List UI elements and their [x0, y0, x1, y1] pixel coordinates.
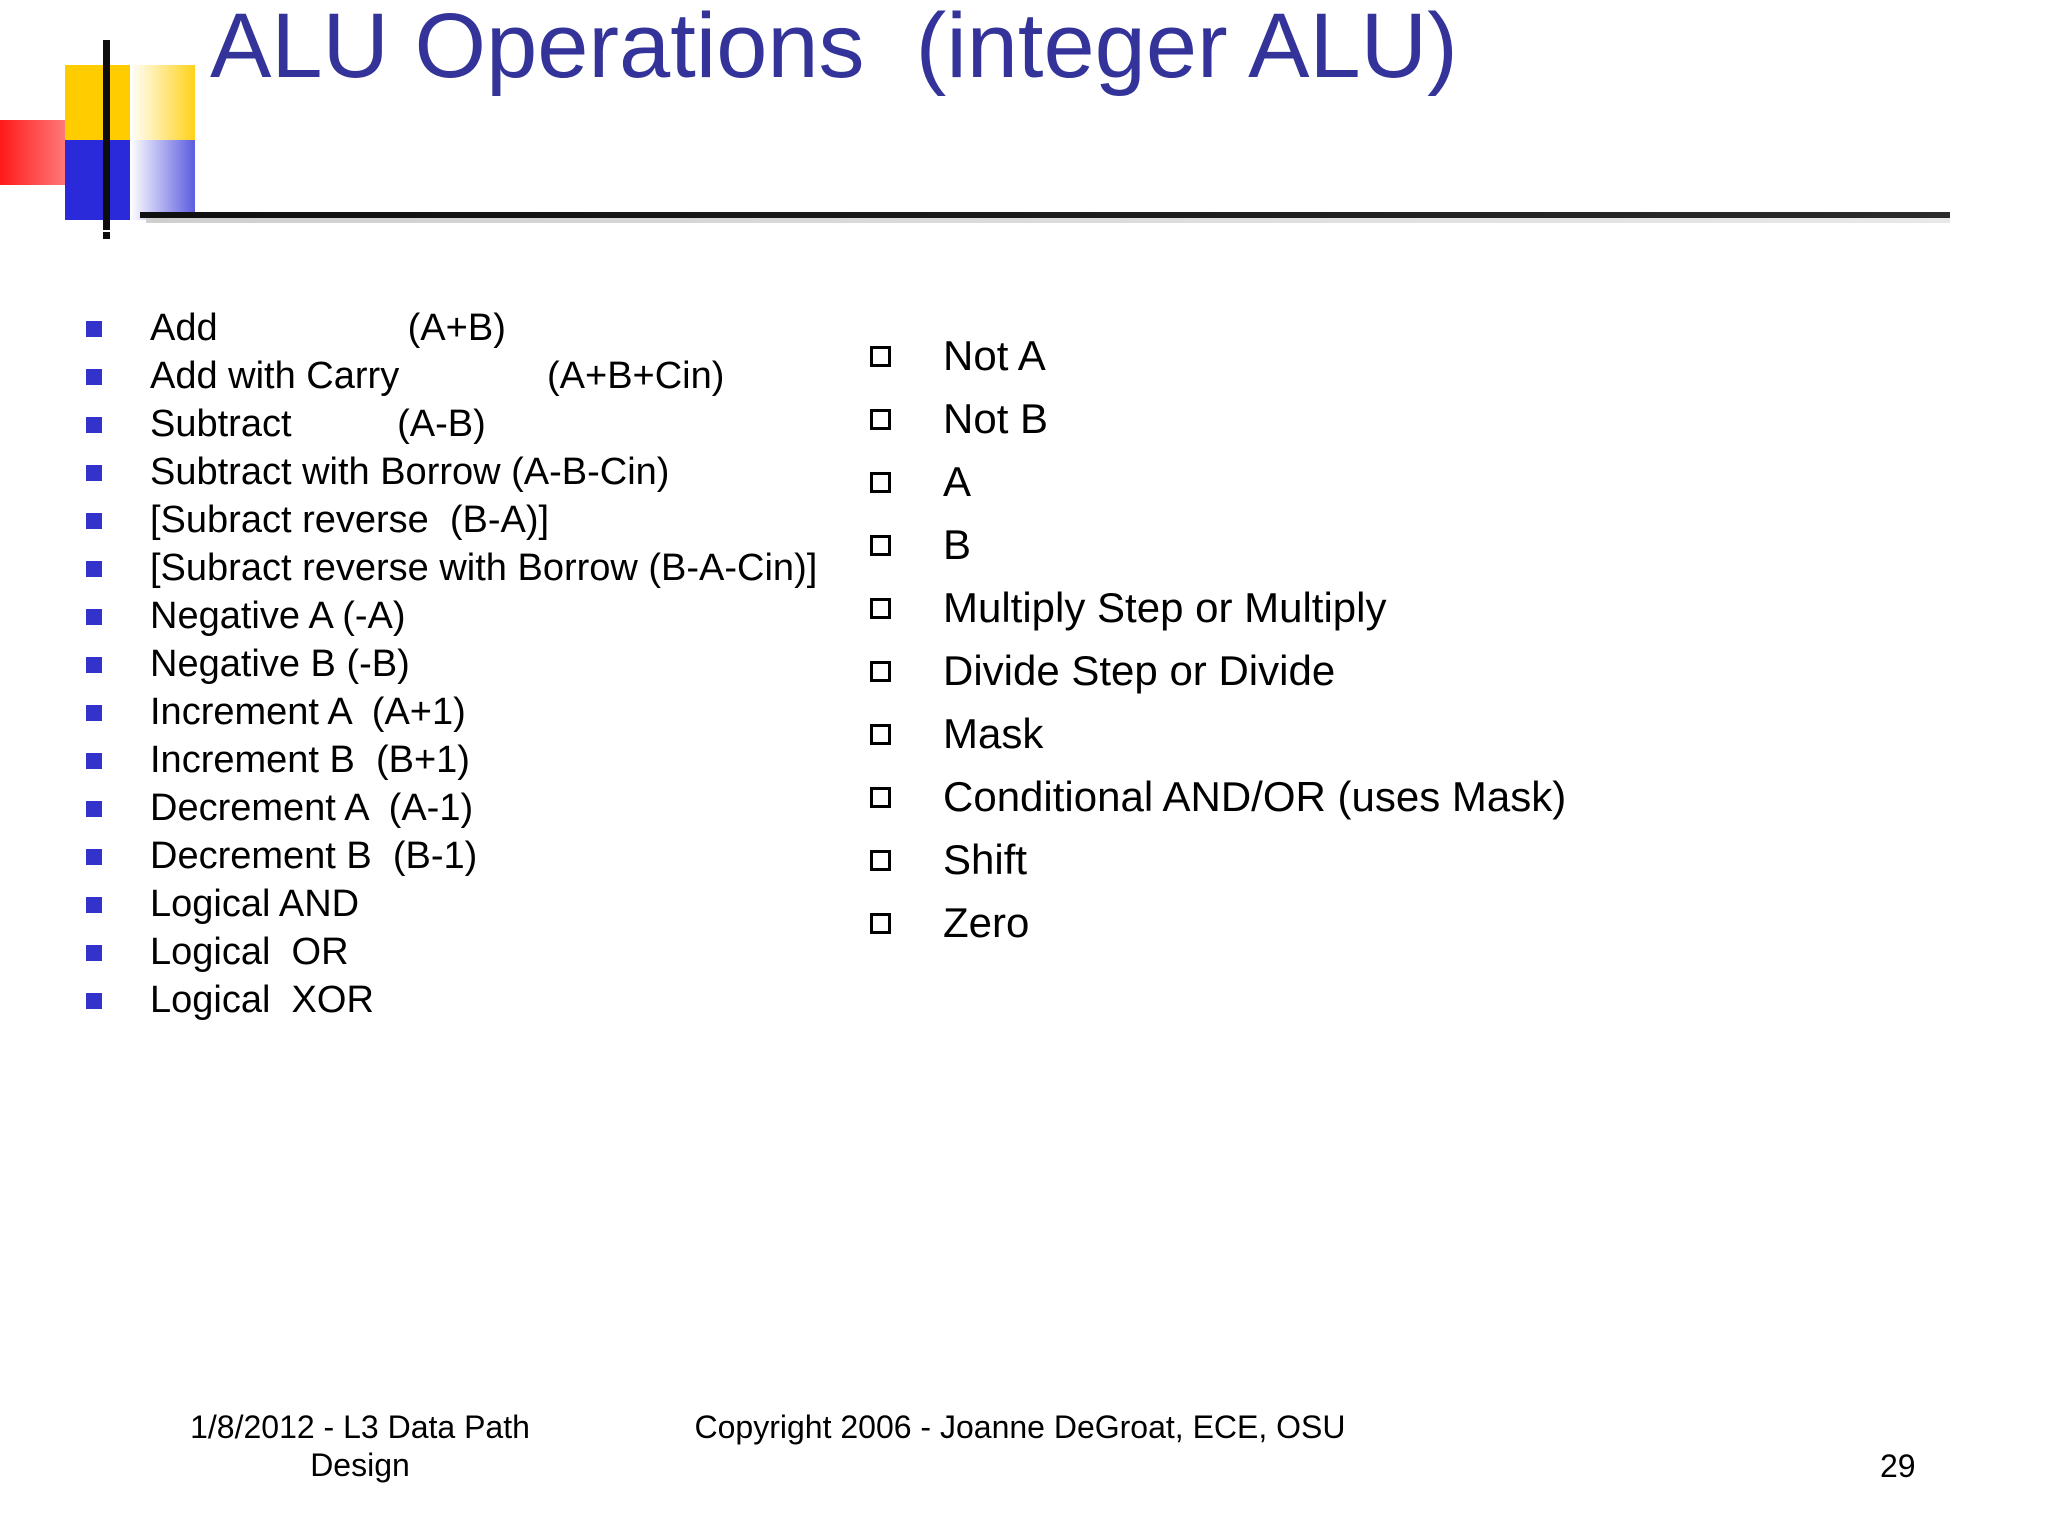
- filled-square-bullet-icon: [86, 897, 102, 913]
- filled-square-bullet-icon: [86, 321, 102, 337]
- filled-square-bullet-icon: [86, 705, 102, 721]
- filled-square-bullet-icon: [86, 513, 102, 529]
- list-item: Negative B (-B): [86, 641, 826, 688]
- filled-square-bullet-icon: [86, 993, 102, 1009]
- list-item: Increment B (B+1): [86, 737, 826, 784]
- list-item: Not B: [870, 393, 2010, 445]
- list-item: Divide Step or Divide: [870, 645, 2010, 697]
- list-item: Zero: [870, 897, 2010, 949]
- list-item: Mask: [870, 708, 2010, 760]
- filled-square-bullet-icon: [86, 465, 102, 481]
- logo-blue-block: [65, 140, 130, 220]
- list-item-label: Logical XOR: [150, 979, 374, 1021]
- title-divider-shadow: [146, 218, 1950, 223]
- list-item-label: Negative B (-B): [150, 643, 410, 685]
- filled-square-bullet-icon: [86, 801, 102, 817]
- list-item: Negative A (-A): [86, 593, 826, 640]
- list-item: B: [870, 519, 2010, 571]
- list-item: Not A: [870, 330, 2010, 382]
- filled-square-bullet-icon: [86, 945, 102, 961]
- list-item: [Subract reverse (B-A)]: [86, 497, 826, 544]
- list-item-label: Not A: [943, 332, 1046, 379]
- hollow-square-bullet-icon: [870, 472, 891, 493]
- filled-square-bullet-icon: [86, 561, 102, 577]
- list-item-label: Decrement A (A-1): [150, 787, 474, 829]
- list-item-label: A: [943, 458, 972, 505]
- hollow-square-bullet-icon: [870, 787, 891, 808]
- list-item: Conditional AND/OR (uses Mask): [870, 771, 2010, 823]
- list-item-label: Divide Step or Divide: [943, 647, 1336, 694]
- footer-copyright: Copyright 2006 - Joanne DeGroat, ECE, OS…: [694, 1409, 1346, 1445]
- list-item: Shift: [870, 834, 2010, 886]
- filled-square-bullet-icon: [86, 609, 102, 625]
- list-item-label: Shift: [943, 836, 1028, 883]
- list-item-label: Logical AND: [150, 883, 360, 925]
- list-item-label: Logical OR: [150, 931, 349, 973]
- list-item-label: Conditional AND/OR (uses Mask): [943, 773, 1567, 820]
- list-item: Add with Carry (A+B+Cin): [86, 353, 826, 400]
- list-item: Logical OR: [86, 929, 826, 976]
- list-item: Decrement A (A-1): [86, 785, 826, 832]
- list-item: [Subract reverse with Borrow (B-A-Cin)]: [86, 545, 826, 592]
- filled-square-bullet-icon: [86, 417, 102, 433]
- list-item-label: Mask: [943, 710, 1044, 757]
- list-item-label: Decrement B (B-1): [150, 835, 478, 877]
- hollow-square-bullet-icon: [870, 346, 891, 367]
- decorative-logo: [0, 40, 270, 240]
- filled-square-bullet-icon: [86, 657, 102, 673]
- list-item-label: Increment A (A+1): [150, 691, 466, 733]
- list-item: Decrement B (B-1): [86, 833, 826, 880]
- list-item: Subtract with Borrow (A-B-Cin): [86, 449, 826, 496]
- footer-date-lecture: 1/8/2012 - L3 Data Path Design: [190, 1409, 530, 1483]
- filled-square-bullet-icon: [86, 753, 102, 769]
- logo-vertical-line-dot: [103, 232, 110, 239]
- slide-page-number: 29: [1880, 1448, 1916, 1484]
- list-item: Add (A+B): [86, 305, 826, 352]
- list-item: Subtract (A-B): [86, 401, 826, 448]
- hollow-square-bullet-icon: [870, 724, 891, 745]
- hollow-square-bullet-icon: [870, 598, 891, 619]
- list-item-label: Add (A+B): [150, 307, 506, 349]
- list-item: Increment A (A+1): [86, 689, 826, 736]
- alu-operations-left-list: Add (A+B) Add with Carry (A+B+Cin) Subtrac…: [86, 305, 826, 1025]
- title-divider-rule: [140, 212, 1950, 218]
- list-item: Multiply Step or Multiply: [870, 582, 2010, 634]
- list-item: A: [870, 456, 2010, 508]
- list-item-label: [Subract reverse with Borrow (B-A-Cin)]: [150, 547, 818, 589]
- hollow-square-bullet-icon: [870, 913, 891, 934]
- list-item: Logical XOR: [86, 977, 826, 1024]
- list-item-label: Multiply Step or Multiply: [943, 584, 1387, 631]
- list-item-label: Negative A (-A): [150, 595, 406, 637]
- list-item-label: [Subract reverse (B-A)]: [150, 499, 550, 541]
- logo-blue-gradient-block: [130, 140, 195, 220]
- hollow-square-bullet-icon: [870, 409, 891, 430]
- hollow-square-bullet-icon: [870, 661, 891, 682]
- hollow-square-bullet-icon: [870, 535, 891, 556]
- list-item-label: Zero: [943, 899, 1030, 946]
- slide-title: ALU Operations (integer ALU): [210, 0, 1458, 97]
- list-item-label: Subtract with Borrow (A-B-Cin): [150, 451, 670, 493]
- list-item-label: Add with Carry (A+B+Cin): [150, 355, 725, 397]
- list-item-label: B: [943, 521, 972, 568]
- list-item: Logical AND: [86, 881, 826, 928]
- list-item-label: Subtract (A-B): [150, 403, 486, 445]
- list-item-label: Increment B (B+1): [150, 739, 470, 781]
- hollow-square-bullet-icon: [870, 850, 891, 871]
- filled-square-bullet-icon: [86, 369, 102, 385]
- filled-square-bullet-icon: [86, 849, 102, 865]
- list-item-label: Not B: [943, 395, 1049, 442]
- logo-vertical-line: [103, 40, 110, 230]
